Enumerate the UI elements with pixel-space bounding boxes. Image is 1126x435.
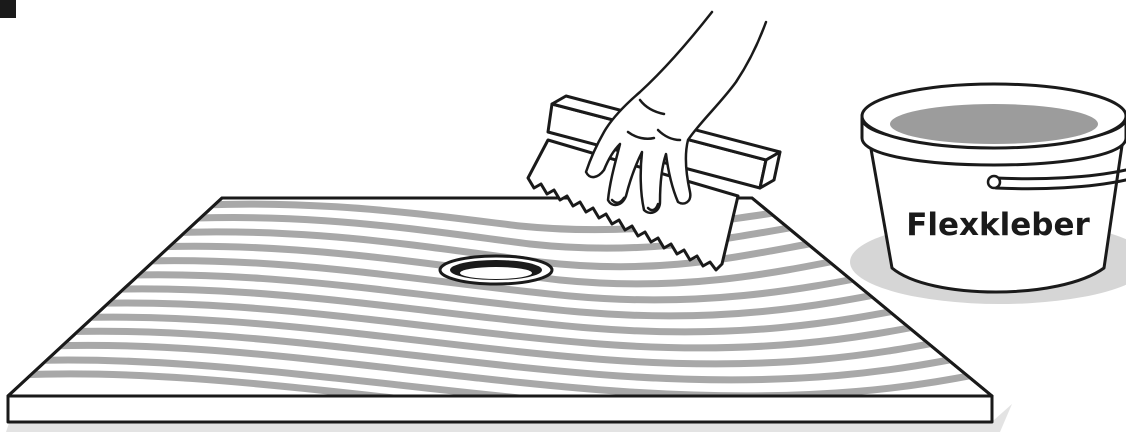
- drain-hole-icon: [440, 256, 552, 284]
- board-front-edge: [8, 396, 992, 422]
- bucket-icon: Flexkleber: [862, 84, 1126, 292]
- bucket-label: Flexkleber: [906, 207, 1090, 243]
- corner-mark: [0, 0, 16, 18]
